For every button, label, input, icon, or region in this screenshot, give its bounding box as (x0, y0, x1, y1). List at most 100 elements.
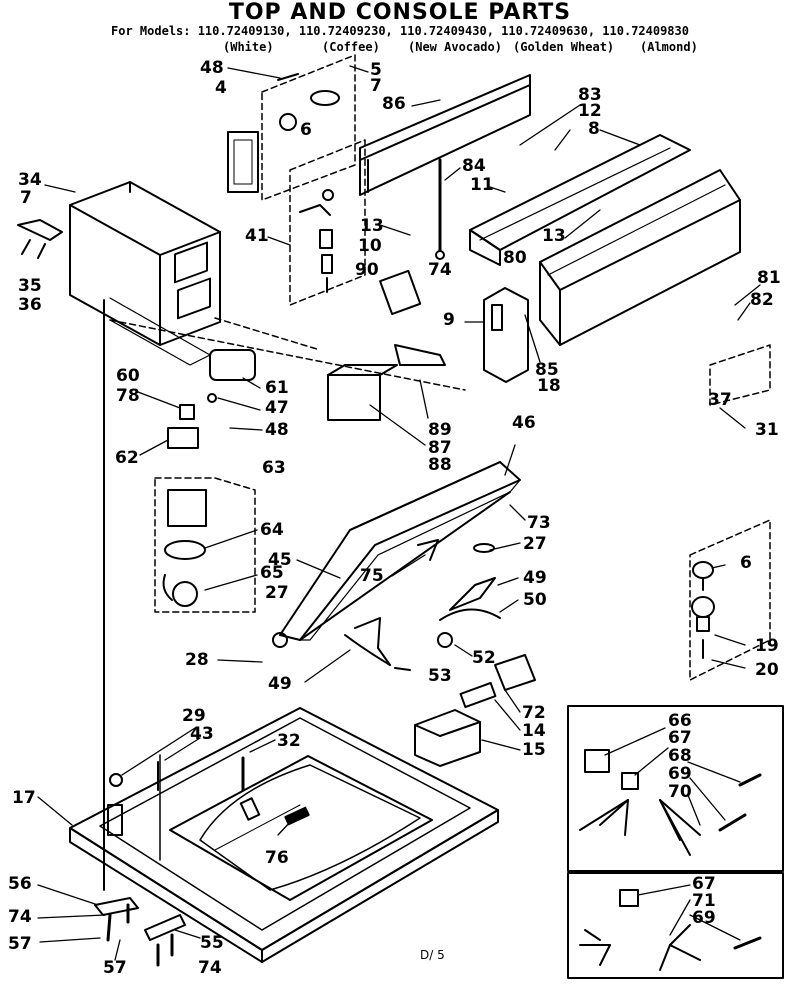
center-parts (162, 344, 446, 607)
callout-66: 66 (668, 711, 692, 731)
leader-lines (37, 65, 761, 961)
callout-67b: 67 (692, 874, 716, 894)
callout-9: 9 (443, 310, 455, 330)
color-new-avocado: (New Avocado) (408, 40, 502, 54)
model-numbers: For Models: 110.72409130, 110.72409230, … (111, 24, 689, 38)
callout-73: 73 (527, 513, 551, 533)
callout-7b: 7 (20, 188, 32, 208)
callout-32: 32 (277, 731, 301, 751)
callout-4: 4 (215, 78, 227, 98)
callout-47: 47 (265, 398, 289, 418)
dashed-groups (109, 54, 771, 681)
lid (272, 461, 521, 648)
callout-82: 82 (750, 290, 774, 310)
lid-hinge-parts (344, 577, 501, 671)
lid-switch (414, 654, 536, 767)
bottom-fasteners (94, 756, 245, 967)
console-panel (469, 134, 691, 266)
callout-88: 88 (428, 455, 452, 475)
color-almond: (Almond) (640, 40, 698, 54)
callout-55: 55 (200, 933, 224, 953)
callout-72: 72 (522, 703, 546, 723)
callout-76: 76 (265, 848, 289, 868)
console-end-cap (69, 181, 221, 366)
console-body (539, 169, 741, 346)
callout-50: 50 (523, 590, 547, 610)
callout-71: 71 (692, 891, 716, 911)
callout-60: 60 (116, 366, 140, 386)
callout-64: 64 (260, 520, 284, 540)
callout-74b: 74 (8, 907, 32, 927)
callout-87: 87 (428, 438, 452, 458)
callout-69b: 69 (692, 908, 716, 928)
callout-13: 13 (360, 216, 384, 236)
callout-67: 67 (668, 728, 692, 748)
callout-65: 65 (260, 563, 284, 583)
console-bracket (483, 287, 529, 383)
callout-7: 7 (370, 76, 382, 96)
callout-52: 52 (472, 648, 496, 668)
callout-57b: 57 (103, 958, 127, 978)
callout-17: 17 (12, 788, 36, 808)
end-cap-bracket (17, 219, 63, 259)
callout-70: 70 (668, 782, 692, 802)
callout-10: 10 (358, 236, 382, 256)
callout-43: 43 (190, 724, 214, 744)
callout-27: 27 (523, 534, 547, 554)
callout-48: 48 (200, 58, 224, 78)
callout-6: 6 (300, 120, 312, 140)
page-number: D/ 5 (420, 948, 445, 962)
callout-8: 8 (588, 119, 600, 139)
callout-29: 29 (182, 706, 206, 726)
callout-14: 14 (522, 721, 546, 741)
upper-hardware (227, 73, 422, 316)
callout-57: 57 (8, 934, 32, 954)
callout-31: 31 (755, 420, 779, 440)
callout-5: 5 (370, 60, 382, 80)
callout-56: 56 (8, 874, 32, 894)
callout-19: 19 (755, 636, 779, 656)
callout-27b: 27 (265, 583, 289, 603)
callout-12: 12 (578, 101, 602, 121)
diagram-title: TOP AND CONSOLE PARTS (228, 0, 572, 25)
callout-85: 85 (535, 360, 559, 380)
callout-36: 36 (18, 295, 42, 315)
callout-46: 46 (512, 413, 536, 433)
callout-34: 34 (18, 170, 42, 190)
callout-63: 63 (262, 458, 286, 478)
knob-parts (691, 561, 715, 659)
callout-37: 37 (708, 390, 732, 410)
callout-49: 49 (523, 568, 547, 588)
callout-83: 83 (578, 85, 602, 105)
callout-75: 75 (360, 566, 384, 586)
callout-48b: 48 (265, 420, 289, 440)
callout-49b: 49 (268, 674, 292, 694)
callout-84: 84 (462, 156, 486, 176)
callout-11: 11 (470, 175, 494, 195)
callout-81: 81 (757, 268, 781, 288)
callout-35: 35 (18, 276, 42, 296)
color-golden-wheat: (Golden Wheat) (513, 40, 615, 54)
callout-90: 90 (355, 260, 379, 280)
callout-20: 20 (755, 660, 779, 680)
callout-6b: 6 (740, 553, 752, 573)
callout-86: 86 (382, 94, 406, 114)
wiring-inset (567, 705, 784, 979)
cabinet-top (69, 707, 499, 963)
callout-45: 45 (268, 550, 292, 570)
callout-69: 69 (668, 764, 692, 784)
callout-68: 68 (668, 746, 692, 766)
callout-78: 78 (116, 386, 140, 406)
color-white: (White) (223, 40, 274, 54)
color-coffee: (Coffee) (322, 40, 380, 54)
control-panel (359, 74, 531, 196)
callout-13b: 13 (542, 226, 566, 246)
callout-18: 18 (537, 376, 561, 396)
callout-62: 62 (115, 448, 139, 468)
callout-74c: 74 (198, 958, 222, 978)
callout-74: 74 (428, 260, 452, 280)
callout-53: 53 (428, 666, 452, 686)
callout-89: 89 (428, 420, 452, 440)
callout-61: 61 (265, 378, 289, 398)
